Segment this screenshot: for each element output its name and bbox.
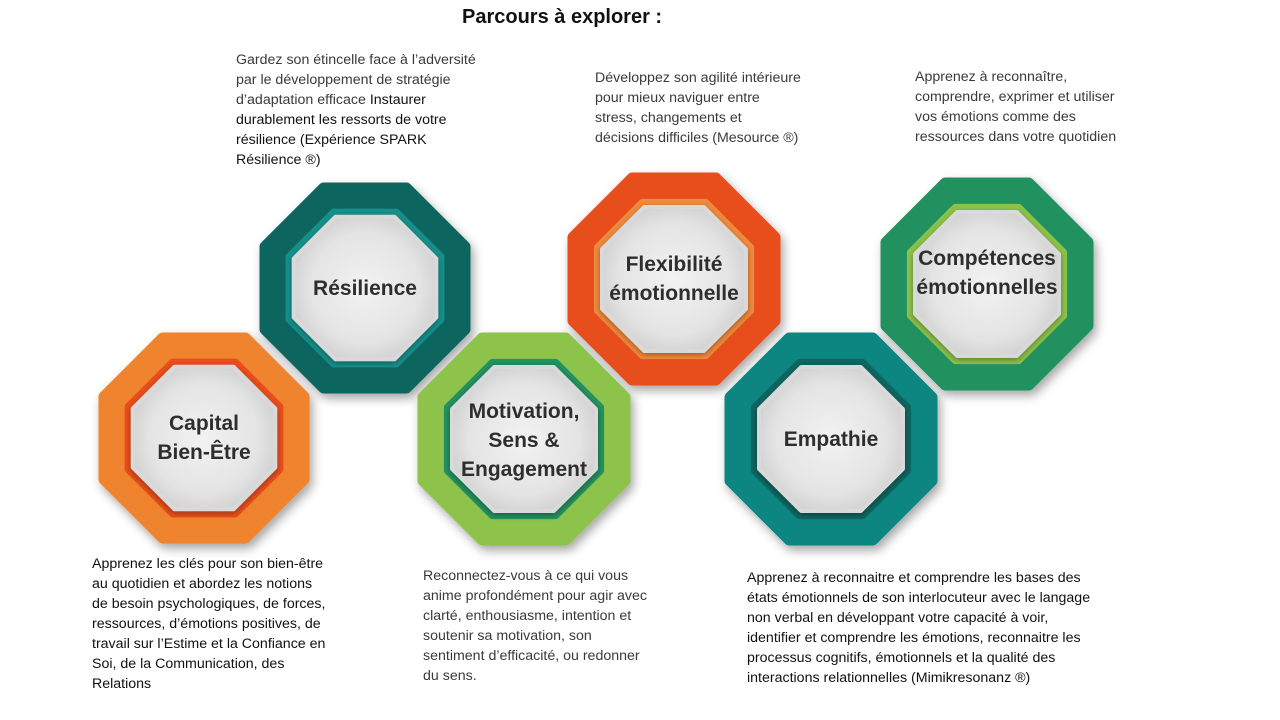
octagon-label: Empathie [728, 336, 934, 542]
description-line: soutenir sa motivation, son [423, 628, 592, 644]
octagon-shape [98, 332, 310, 544]
description-line: Développez son agilité intérieure [595, 70, 801, 86]
octagon-center [291, 214, 439, 362]
description-capital: Apprenez les clés pour son bien-être au … [92, 554, 392, 694]
description-line: Apprenez à reconnaitre et comprendre les… [747, 570, 1081, 586]
octagon-text: Motivation, [468, 399, 580, 423]
octagon-label: Capital Bien-Être [102, 336, 306, 540]
octagon-shape [880, 177, 1094, 391]
octagon-center [913, 210, 1061, 358]
octagon-text: émotionnelles [916, 276, 1058, 299]
octagon-text: Résilience [313, 276, 417, 300]
octagon-text: Sens & [488, 428, 560, 452]
description-line: identifier et comprendre les émotions, r… [747, 630, 1081, 646]
octagon-shape [417, 332, 631, 546]
description-line: Relations [92, 676, 152, 692]
description-flexibilite: Développez son agilité intérieure pour m… [595, 68, 865, 148]
description-line: vos émotions comme des [915, 109, 1076, 125]
octagon-text: Compétences [918, 247, 1056, 270]
description-resilience: Gardez son étincelle face à l’adversité … [236, 50, 526, 170]
octagon-shape [259, 182, 471, 394]
description-line: stress, changements et [595, 110, 742, 126]
description-empathie: Apprenez à reconnaitre et comprendre les… [747, 568, 1167, 688]
description-motivation: Reconnectez-vous à ce qui vous anime pro… [423, 566, 713, 686]
description-line: processus cognitifs, émotionnels et la q… [747, 650, 1056, 666]
description-line: ressources, d’émotions positives, de [92, 616, 321, 632]
description-competences: Apprenez à reconnaître, comprendre, expr… [915, 67, 1195, 147]
description-emphasis: Instaurer [369, 92, 426, 108]
octagon-center [600, 205, 748, 353]
octagon-shape [724, 332, 938, 546]
description-line: anime profondément pour agir avec [423, 588, 647, 604]
description-line: de besoin psychologiques, de forces, [92, 596, 326, 612]
octagon-center [450, 365, 598, 513]
description-line: comprendre, exprimer et utiliser [915, 89, 1115, 105]
description-line: pour mieux naviguer entre [595, 90, 760, 106]
octagon-text: Bien-Être [157, 441, 251, 464]
octagon-label: Motivation, Sens & Engagement [421, 336, 627, 542]
octagon-text: Empathie [783, 427, 879, 451]
description-line: états émotionnels de son interlocuteur a… [747, 590, 1091, 606]
page-title: Parcours à explorer : [462, 6, 663, 28]
description-line: résilience (Expérience SPARK [236, 132, 427, 148]
description-line: du sens. [423, 668, 477, 684]
description-line: par le développement de stratégie [236, 72, 451, 88]
octagon-resilience: Résilience [259, 182, 471, 394]
description-line: au quotidien et abordez les notions [92, 576, 313, 592]
octagon-text: émotionnelle [609, 282, 739, 305]
description-line: clarté, enthousiasme, intention et [423, 608, 632, 624]
octagon-center [130, 364, 278, 512]
description-line: Gardez son étincelle face à l’adversité [236, 52, 476, 68]
description-line: d’adaptation efficace Instaurer [236, 90, 526, 110]
description-line: Apprenez les clés pour son bien-être [92, 556, 324, 572]
octagon-label: Compétences émotionnelles [884, 181, 1090, 387]
octagon-motivation: Motivation, Sens & Engagement [417, 332, 631, 546]
octagon-text: Capital [168, 412, 239, 435]
octagon-label: Résilience [263, 186, 467, 390]
octagon-competences: Compétences émotionnelles [880, 177, 1094, 391]
description-line: décisions difficiles (Mesource ®) [595, 130, 799, 146]
description-line: sentiment d’efficacité, ou redonner [423, 648, 640, 664]
octagon-text: Engagement [460, 457, 588, 481]
description-line: non verbal en développant votre capacité… [747, 610, 1049, 626]
description-line: travail sur l’Estime et la Confiance en [92, 636, 326, 652]
octagon-shape [567, 172, 781, 386]
description-text: d’adaptation efficace [236, 92, 370, 108]
octagon-empathie: Empathie [724, 332, 938, 546]
octagon-capital: Capital Bien-Être [98, 332, 310, 544]
description-line: ressources dans votre quotidien [915, 129, 1117, 145]
octagon-label: Flexibilité émotionnelle [571, 176, 777, 382]
description-line: Soi, de la Communication, des [92, 656, 285, 672]
description-line: Apprenez à reconnaître, [915, 69, 1068, 85]
description-line: durablement les ressorts de votre [236, 112, 447, 128]
octagon-flexibilite: Flexibilité émotionnelle [567, 172, 781, 386]
description-line: Reconnectez-vous à ce qui vous [423, 568, 629, 584]
description-line: Résilience ®) [236, 152, 321, 168]
description-line: interactions relationnelles (Mimikresona… [747, 670, 1031, 686]
octagon-center [757, 365, 905, 513]
octagon-text: Flexibilité [625, 253, 723, 276]
